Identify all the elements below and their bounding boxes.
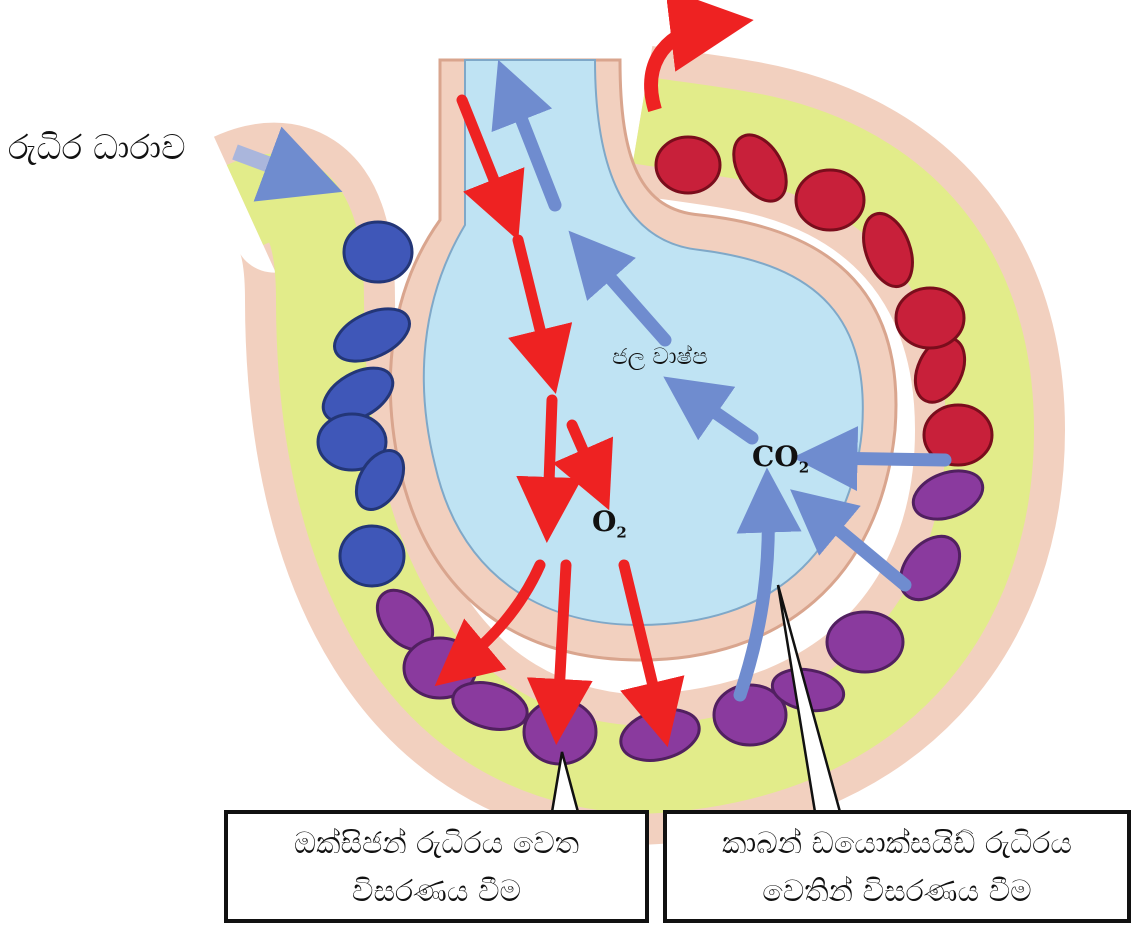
- carbon-dioxide-label: CO2: [752, 440, 809, 477]
- co2-caption-line2: වෙතින් විසරණය වීම: [667, 868, 1127, 916]
- oxygen-caption-line1: ඔක්සිජන් රුධිරය වෙත: [228, 820, 645, 868]
- water-vapour-label: ජල වාෂ්ප: [612, 344, 708, 370]
- oxygen-caption-line2: විසරණය වීම: [228, 868, 645, 916]
- blood-stream-label: රුධිර ධාරාව: [8, 128, 186, 168]
- co2-diffusion-caption: කාබන් ඩයොක්සයිඩ් රුධිරය වෙතින් විසරණය වී…: [663, 810, 1131, 923]
- co2-caption-line1: කාබන් ඩයොක්සයිඩ් රුධිරය: [667, 820, 1127, 868]
- oxygen-label: O2: [592, 505, 627, 542]
- oxygen-diffusion-caption: ඔක්සිජන් රුධිරය වෙත විසරණය වීම: [224, 810, 649, 923]
